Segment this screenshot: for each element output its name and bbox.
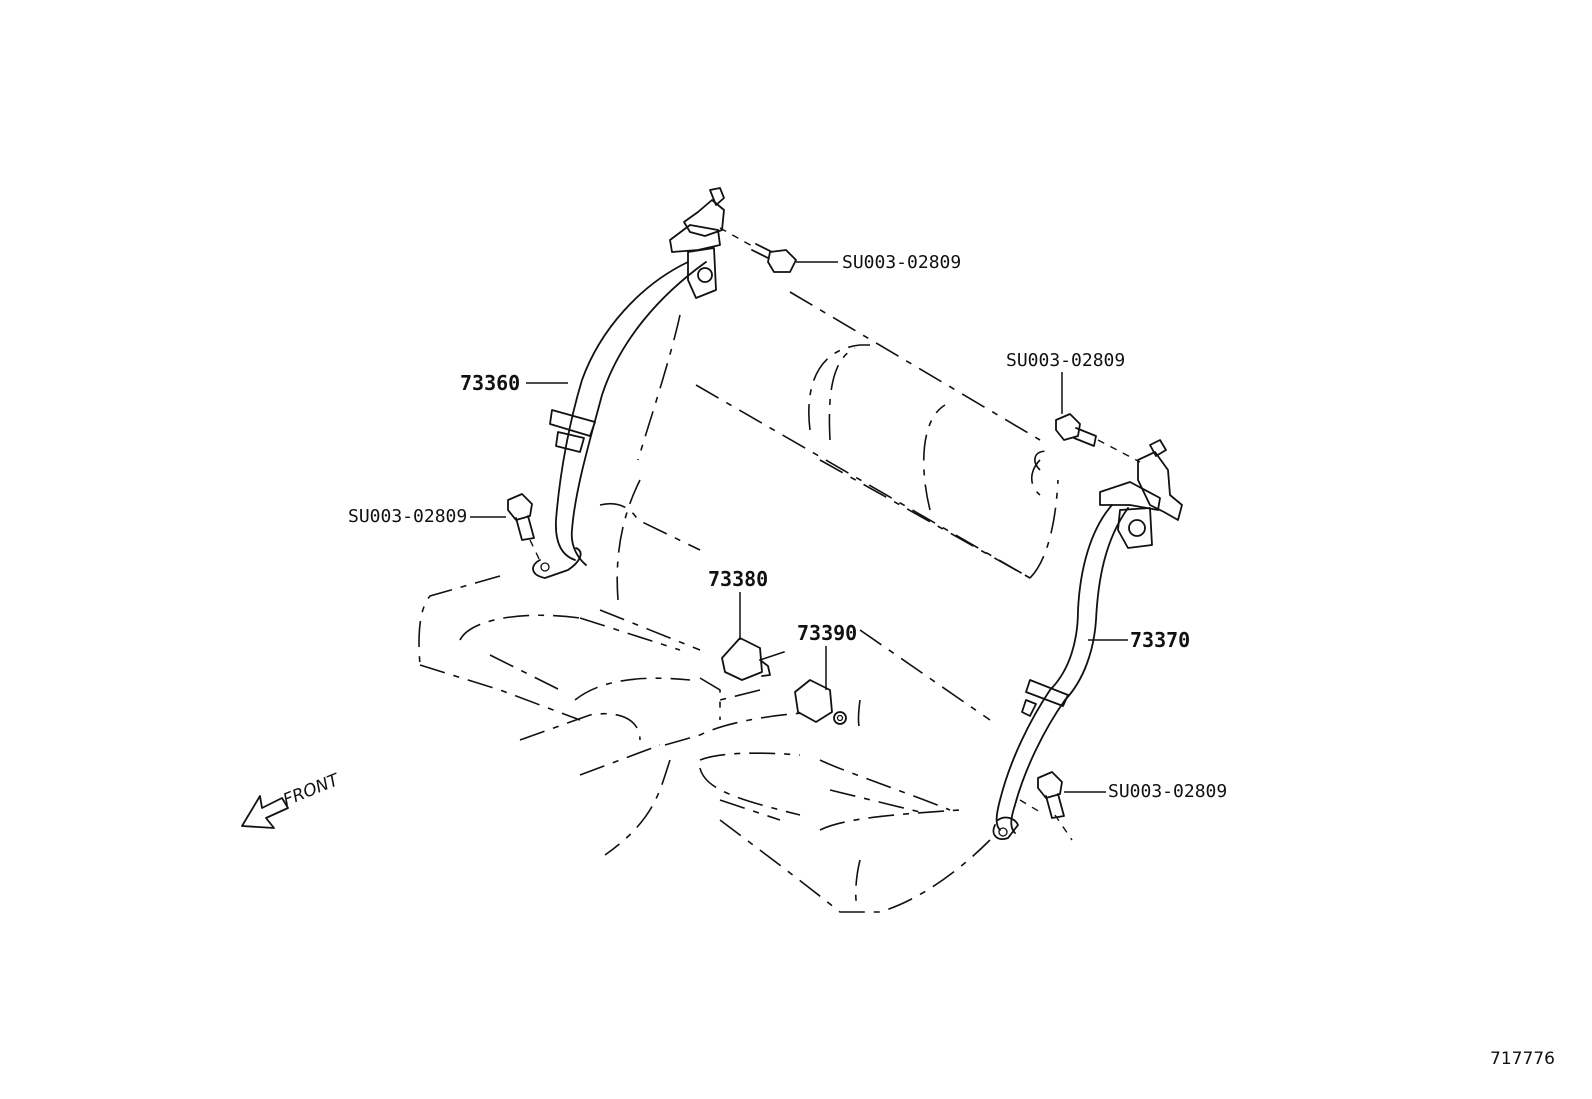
callout-buckle-right: 73390 [797, 621, 857, 645]
figure-id: 717776 [1490, 1049, 1555, 1069]
leader-lines [470, 261, 1128, 793]
callout-bolt-right-upper: SU003-02809 [1006, 350, 1125, 371]
front-label: FRONT [280, 770, 343, 811]
callout-bolt-right-lower: SU003-02809 [1108, 781, 1227, 802]
callout-belt-left: 73360 [460, 371, 520, 395]
callout-bolt-top: SU003-02809 [842, 252, 961, 273]
callout-belt-right: 73370 [1130, 628, 1190, 652]
bolt-left [507, 493, 535, 541]
mount-guides [529, 227, 1141, 841]
front-direction-arrow: FRONT [241, 770, 343, 829]
right-seat-belt [992, 439, 1183, 840]
callout-bolt-left: SU003-02809 [348, 506, 467, 527]
left-seat-belt [532, 187, 725, 579]
bolt-top [751, 243, 797, 273]
right-buckle [794, 679, 847, 725]
seat-outline [418, 291, 1059, 913]
callout-buckle-left: 73380 [708, 567, 768, 591]
bolt-right-lower [1037, 771, 1065, 819]
bolt-right-upper [1055, 413, 1097, 447]
